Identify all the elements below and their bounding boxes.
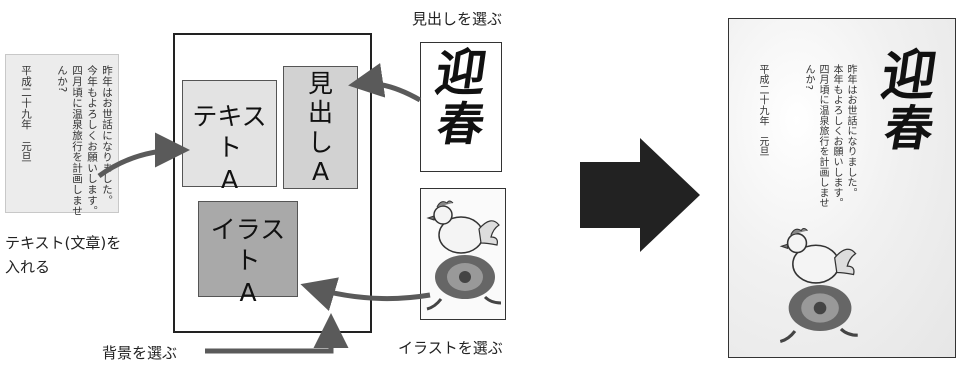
- illustration-image: [420, 188, 506, 320]
- result-calligraphy-char-1: 迎: [877, 43, 941, 107]
- drum-stand: [426, 295, 502, 311]
- caption-enter-text-2: 入れる: [5, 258, 51, 276]
- letter-line-4: んか?: [56, 65, 68, 93]
- slot-text-line-1: テキスト: [192, 102, 267, 163]
- letter-line-5: 平成二十九年 元旦: [20, 65, 32, 163]
- caption-choose-background: 背景を選ぶ: [102, 344, 178, 362]
- result-rooster-beak: [779, 243, 789, 250]
- caption-choose-heading: 見出しを選ぶ: [412, 10, 503, 28]
- result-letter-line-5: 平成二十九年 元旦: [757, 64, 768, 157]
- result-drum-center: [813, 301, 827, 315]
- result-rooster-illustration: [779, 227, 858, 344]
- result-letter-line-4: んか?: [803, 64, 814, 91]
- slot-heading-label: 見 出 し A: [284, 69, 357, 186]
- heading-image: 迎 春: [420, 42, 502, 172]
- rooster-drum-illustration: [426, 200, 502, 311]
- slot-heading-line-4: A: [311, 156, 330, 186]
- letter-line-2: 今年もよろしくお願いします。: [86, 65, 98, 217]
- result-rooster-comb: [790, 227, 808, 236]
- arrow-illustration-to-slot: [300, 277, 431, 311]
- slot-text-line-2: A: [220, 164, 239, 194]
- slot-text-label: テキスト A: [183, 101, 276, 195]
- arrow-heading-to-slot: [348, 63, 422, 103]
- caption-enter-text-1: テキスト(文章)を: [5, 234, 122, 252]
- result-letter-line-1: 昨年はお世話になりました。: [845, 64, 856, 198]
- result-postcard: 昨年はお世話になりました。 本年もよろしくお願いします。 四月頃に温泉旅行を計画…: [728, 18, 956, 358]
- slot-heading-line-3: し: [307, 127, 333, 157]
- arrow-text-to-slot: [97, 132, 190, 179]
- result-rooster-head: [786, 232, 808, 254]
- drum-center: [459, 271, 471, 283]
- text-card: 昨年はお世話になりました。 今年もよろしくお願いします。 四月頃に温泉旅行を計画…: [5, 54, 119, 217]
- slot-illust-label: イラスト A: [199, 214, 297, 308]
- rooster-beak: [426, 215, 435, 221]
- letter-line-3: 四月頃に温泉旅行を計画しませ: [71, 65, 83, 217]
- result-letter-line-3: 四月頃に温泉旅行を計画しませ: [817, 64, 828, 209]
- arrow-background-to-frame: [205, 313, 349, 354]
- slot-heading-line-2: 出: [307, 98, 333, 128]
- rooster-head: [433, 205, 453, 225]
- result-letter-line-2: 本年もよろしくお願いします。: [831, 64, 842, 209]
- result-calligraphy: 迎 春: [869, 43, 949, 157]
- big-right-arrow: [580, 138, 700, 252]
- slot-illust-line-1: イラスト: [210, 215, 286, 276]
- slot-heading-a: 見 出 し A: [283, 66, 358, 189]
- rooster-tail: [478, 220, 500, 246]
- slot-heading-line-1: 見: [307, 69, 333, 98]
- slot-illust-line-2: A: [239, 277, 257, 307]
- rooster-comb: [436, 200, 454, 208]
- result-rooster-tail: [834, 248, 857, 276]
- slot-text-a: テキスト A: [182, 80, 277, 194]
- result-calligraphy-char-2: 春: [880, 100, 938, 157]
- caption-choose-illustration: イラストを選ぶ: [398, 339, 503, 357]
- slot-illust-a: イラスト A: [198, 201, 298, 307]
- result-drum-stand: [779, 327, 858, 344]
